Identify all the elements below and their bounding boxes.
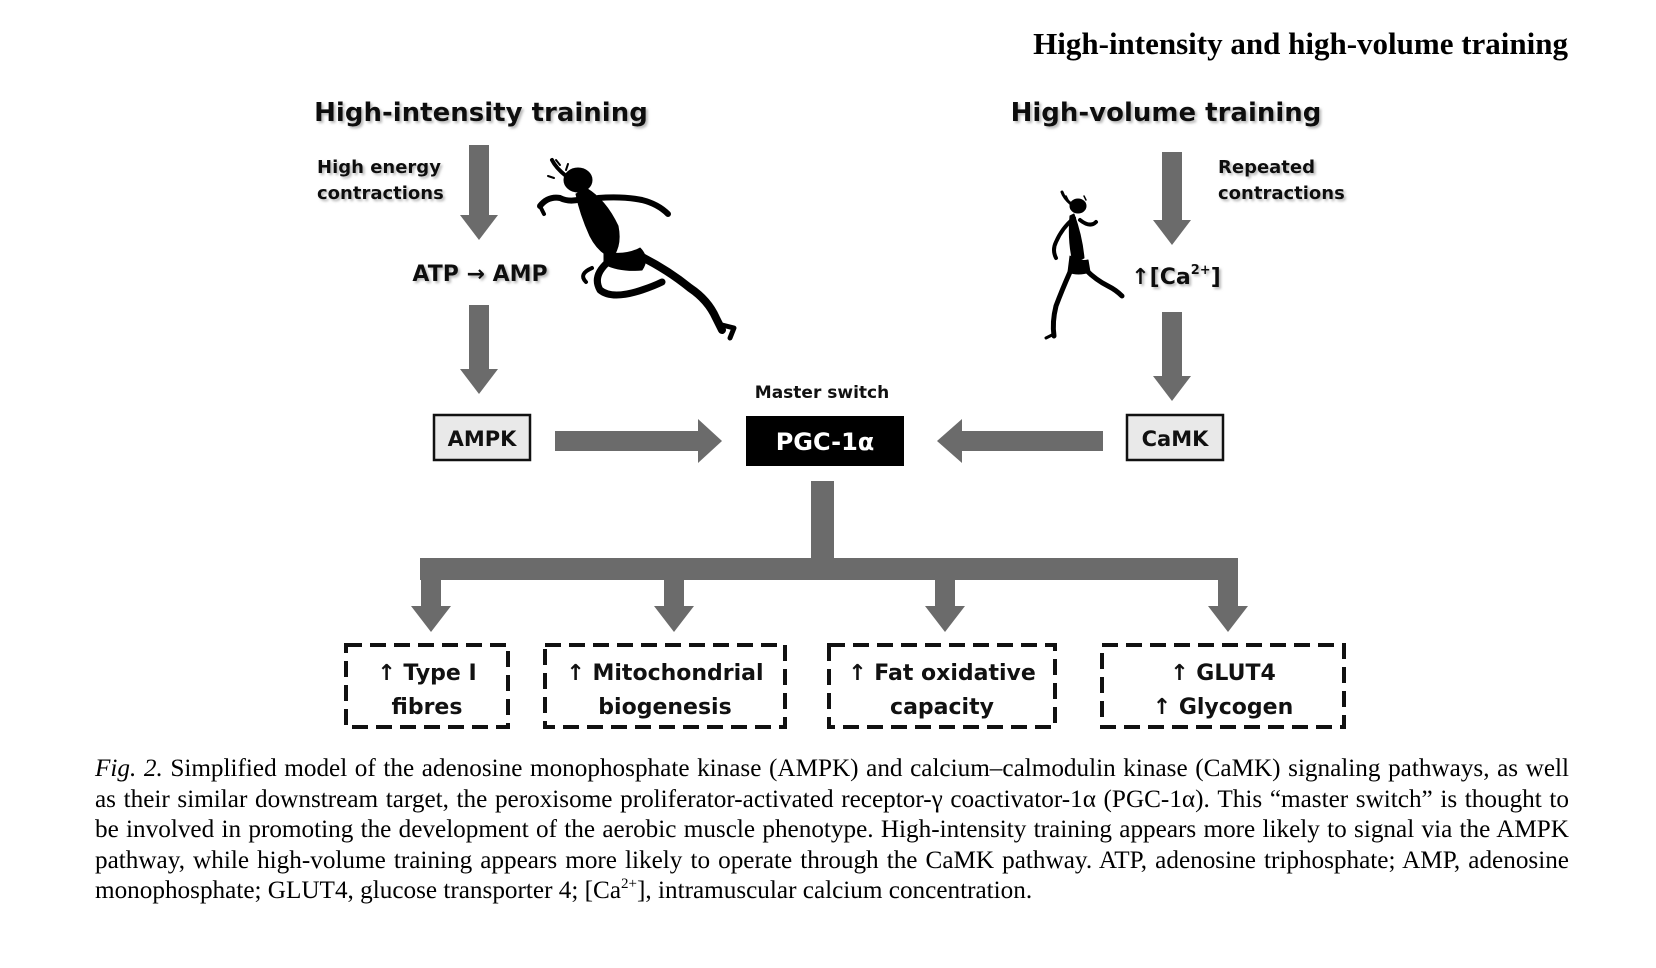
arrow-camk-to-pgc1a <box>937 419 1103 463</box>
outcome-fat-line1: ↑ Fat oxidative <box>848 661 1036 686</box>
left-branch-title: High-intensity training <box>314 98 648 128</box>
outcome-fat-oxidative-capacity: ↑ Fat oxidative capacity <box>827 643 1057 729</box>
pgc1a-signaling-diagram: High-intensity training High-volume trai… <box>314 98 1346 729</box>
atp-amp-reaction: ATP → AMP <box>412 262 547 287</box>
figure-caption: Fig. 2. Simplified model of the adenosin… <box>95 754 1569 907</box>
caption-text-part2: ], intramuscular calcium concentration. <box>637 877 1033 905</box>
outcome-fat-line2: capacity <box>890 695 994 720</box>
ampk-label: AMPK <box>448 427 518 451</box>
arrow-down-right-2 <box>1153 312 1191 401</box>
outcome-type-i-fibres: ↑ Type I fibres <box>344 643 510 729</box>
figure-header-title: High-intensity and high-volume training <box>1033 26 1568 61</box>
outcome-glut4-line2: ↑ Glycogen <box>1153 695 1294 720</box>
outcome-mitochondrial-biogenesis: ↑ Mitochondrial biogenesis <box>543 643 787 729</box>
right-trigger-line2: contractions <box>1218 183 1345 204</box>
pgc1a-label: PGC-1α <box>776 428 875 456</box>
outcome-type-i-line2: fibres <box>392 695 463 720</box>
ampk-node: AMPK <box>432 413 532 462</box>
arrow-down-right-1 <box>1153 152 1191 245</box>
calcium-signal: ↑[Ca2+] <box>1131 263 1221 290</box>
camk-label: CaMK <box>1142 427 1209 451</box>
outcome-glut4-line1: ↑ GLUT4 <box>1170 661 1276 686</box>
pgc1a-node: PGC-1α <box>746 416 904 466</box>
outcome-mito-line1: ↑ Mitochondrial <box>566 661 763 686</box>
caption-text-part1: Simplified model of the adenosine monoph… <box>95 755 1569 905</box>
right-trigger-line1: Repeated <box>1218 157 1315 178</box>
outcome-type-i-line1: ↑ Type I <box>377 661 476 686</box>
figure-label: Fig. 2. <box>95 755 163 782</box>
left-trigger-line1: High energy <box>317 157 441 178</box>
caption-superscript: 2+ <box>621 876 637 893</box>
arrow-down-left-2 <box>460 305 498 394</box>
left-trigger-line2: contractions <box>317 183 444 204</box>
camk-node: CaMK <box>1125 413 1225 462</box>
runner-sprint-icon <box>537 158 737 341</box>
runner-jog-icon <box>1044 190 1125 340</box>
master-switch-label: Master switch <box>755 383 889 403</box>
arrow-ampk-to-pgc1a <box>555 419 722 463</box>
outcome-mito-line2: biogenesis <box>598 695 731 720</box>
arrow-down-left-1 <box>460 145 498 240</box>
right-branch-title: High-volume training <box>1011 98 1322 128</box>
distribution-tree <box>411 481 1248 632</box>
outcome-glut4-glycogen: ↑ GLUT4 ↑ Glycogen <box>1100 643 1346 729</box>
